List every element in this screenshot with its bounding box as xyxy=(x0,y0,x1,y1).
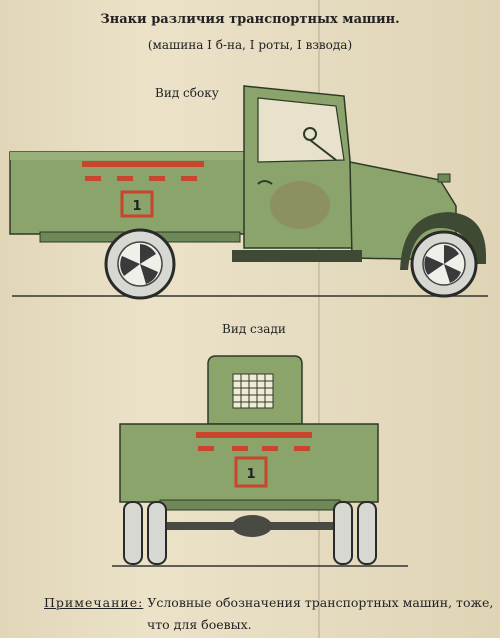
running-board xyxy=(232,250,362,262)
insignia-dash-rear-2 xyxy=(232,446,248,451)
front-wheel-side xyxy=(410,230,478,298)
front-fender xyxy=(400,212,486,270)
insignia-dash-side-3 xyxy=(149,176,165,181)
insignia-dash-rear-1 xyxy=(198,446,214,451)
rear-wheel-side xyxy=(104,228,176,300)
insignia-bar-side xyxy=(82,161,204,167)
paint-stain xyxy=(270,181,330,229)
poster-subtitle: (машина I б-на, I роты, I взвода) xyxy=(147,38,353,52)
insignia-dash-side-1 xyxy=(85,176,101,181)
insignia-number-side: 1 xyxy=(132,199,141,214)
door-handle-icon xyxy=(257,180,273,185)
poster-title: Знаки различия транспортных машин. xyxy=(100,12,400,27)
insignia-box-rear xyxy=(234,456,268,488)
insignia-dash-side-2 xyxy=(117,176,133,181)
insignia-box-side xyxy=(120,190,154,218)
insignia-bar-rear xyxy=(196,432,312,438)
rear-view-truck xyxy=(112,355,408,567)
paper-fold xyxy=(318,0,320,638)
differential xyxy=(232,515,272,537)
rear-tires-right xyxy=(333,501,377,565)
cargo-bed-rim xyxy=(10,152,245,160)
insignia-number-rear: 1 xyxy=(246,467,255,482)
note-heading: Примечание: xyxy=(44,595,144,610)
insignia-dash-rear-3 xyxy=(262,446,278,451)
cab-window xyxy=(257,97,345,163)
rear-tires-left xyxy=(123,501,167,565)
headlight xyxy=(437,173,451,183)
footnote: Примечание: Условные обозначения транспо… xyxy=(44,592,494,636)
note-line-1: Условные обозначения транспортных машин,… xyxy=(143,595,494,610)
insignia-dash-side-4 xyxy=(181,176,197,181)
side-view-truck xyxy=(9,85,488,300)
insignia-dash-rear-4 xyxy=(294,446,310,451)
rear-chassis xyxy=(159,499,341,511)
rear-window-grid xyxy=(232,373,274,409)
side-view-label: Вид сбоку xyxy=(155,86,219,100)
note-line-2: что для боевых. xyxy=(147,617,252,632)
rear-view-label: Вид сзади xyxy=(222,322,286,336)
